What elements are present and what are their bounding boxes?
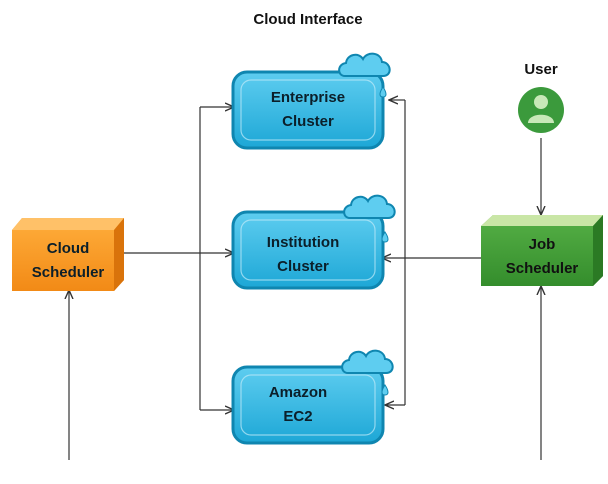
cluster-institution [231,194,396,290]
cluster-enterprise-line2: Cluster [282,113,334,130]
user-icon [518,87,564,133]
droplet-icon [381,231,389,243]
cluster-amazon-line1: Amazon [268,384,328,401]
cloud-scheduler-box [12,218,124,291]
connectors [69,100,541,460]
job-scheduler-line2: Scheduler [505,260,579,277]
cluster-enterprise [231,52,391,150]
cloud-icon [341,349,394,374]
cluster-enterprise-line1: Enterprise [270,89,346,106]
job-scheduler-line1: Job [528,236,556,253]
cluster-amazon-label: Amazon EC2 [223,381,373,429]
cloud-scheduler-line1: Cloud [46,240,90,257]
cluster-enterprise-label: Enterprise Cluster [233,86,383,134]
diagram-title: Cloud Interface [253,11,363,28]
cluster-institution-label: Institution Cluster [228,231,378,279]
cluster-institution-line2: Cluster [277,258,329,275]
user-label: User [524,61,558,78]
job-scheduler-label: Job Scheduler [481,233,603,281]
cloud-icon [343,194,396,219]
cloud-scheduler-line2: Scheduler [31,264,105,281]
cloud-scheduler-label: Cloud Scheduler [12,237,124,285]
cluster-institution-line1: Institution [266,234,340,251]
cluster-amazon [231,349,394,445]
droplet-icon [379,86,387,98]
job-scheduler-box [481,215,603,286]
droplet-icon [381,384,389,396]
cluster-amazon-line2: EC2 [283,408,313,425]
cloud-icon [338,52,391,77]
